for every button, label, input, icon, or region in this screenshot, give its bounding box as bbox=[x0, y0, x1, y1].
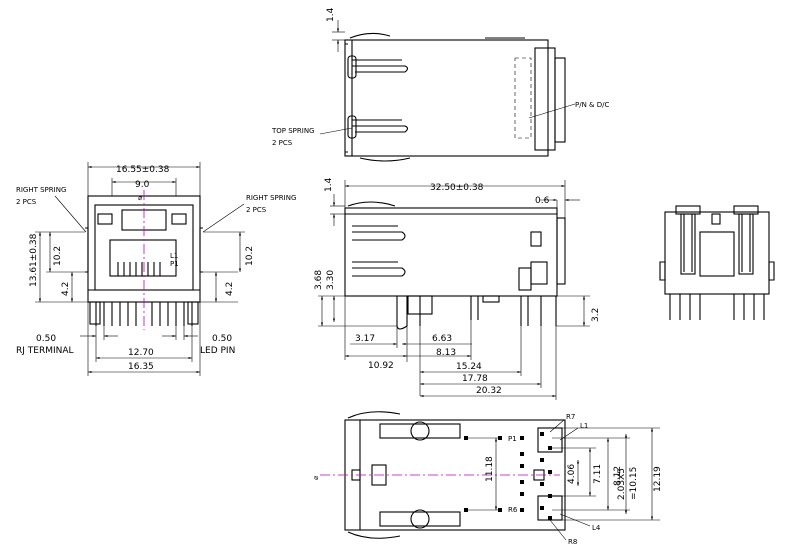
front-view-dim-inner-text: 9.0 bbox=[135, 180, 150, 190]
front-view-right-spring-note-left: RIGHT SPRING bbox=[16, 186, 66, 194]
front-view-dim-left-4-2: 4.2 bbox=[61, 272, 74, 302]
side-view-dim-3-17: 3.17 bbox=[344, 296, 397, 360]
side-view-dim-3-68: 3.68 bbox=[314, 270, 397, 327]
bottom-view-dim-7-11: 7.11 bbox=[588, 448, 603, 496]
front-view-dim-left-10-2: 10.2 bbox=[46, 232, 85, 273]
front-view-right-spring-qty-right: 2 PCS bbox=[246, 206, 267, 214]
bottom-view-dim-4-06: 4.06 bbox=[552, 447, 596, 497]
top-view-dim-height-text: 1.4 bbox=[326, 7, 336, 22]
front-view-dim-rj-terminal: 0.50 RJ TERMINAL bbox=[16, 326, 118, 356]
front-view-led-pin-value: 0.50 bbox=[212, 334, 232, 344]
side-view-dim-3-30: 3.30 bbox=[326, 270, 336, 322]
front-view-dim-12-70-text: 12.70 bbox=[128, 348, 154, 358]
front-view-dim-right-4-2-text: 4.2 bbox=[225, 282, 235, 296]
front-view: ⌀ L1 P1 16.55±0.38 9.0 RIGHT SPRING 2 PC… bbox=[16, 162, 296, 376]
side-view-dim-10-92-text: 10.92 bbox=[368, 361, 394, 371]
bottom-view-dim-8-12: 8.12 bbox=[552, 437, 630, 511]
front-view-dim-height-total-text: 13.61±0.38 bbox=[29, 233, 39, 287]
front-view-dim-width-text: 16.55±0.38 bbox=[116, 165, 170, 175]
top-view-spring-qty: 2 PCS bbox=[272, 139, 293, 147]
bottom-view-dim-2-03x5: 2.03X5 =10.15 bbox=[617, 434, 639, 514]
side-view-dim-3-17-text: 3.17 bbox=[355, 334, 375, 344]
side-view-dim-1-4: 1.4 bbox=[324, 177, 345, 226]
front-view-dim-left-4-2-text: 4.2 bbox=[61, 282, 71, 296]
side-view-dim-6-63-text: 6.63 bbox=[432, 334, 452, 344]
bottom-view-label-p1: P1 bbox=[508, 435, 517, 443]
side-view-dim-3-2: 3.2 bbox=[556, 295, 601, 327]
front-view-right-spring-note-right: RIGHT SPRING bbox=[246, 194, 296, 202]
side-view-dim-8-13: 8.13 bbox=[407, 320, 472, 360]
bottom-view-dim-12-19: 12.19 bbox=[552, 427, 663, 521]
side-view-dim-15-24: 15.24 bbox=[419, 326, 522, 396]
side-view-body bbox=[344, 201, 566, 330]
side-view-dim-length: 32.50±0.38 bbox=[344, 180, 566, 218]
side-view: 32.50±0.38 0.6 1.4 3.68 3.30 bbox=[314, 177, 601, 400]
side-view-dim-3-2-text: 3.2 bbox=[591, 308, 601, 322]
bottom-view-dim-10-15-text: =10.15 bbox=[629, 467, 639, 500]
bottom-view-label-r7: R7 bbox=[566, 413, 575, 421]
side-view-dim-17-78: 17.78 bbox=[420, 326, 542, 388]
front-view-dim-right-10-2-text: 10.2 bbox=[245, 246, 255, 266]
front-view-center-symbol: ⌀ bbox=[138, 194, 142, 202]
front-view-dim-16-35-text: 16.35 bbox=[128, 362, 154, 372]
side-view-dim-1-4-text: 1.4 bbox=[324, 177, 334, 192]
bottom-view: ⌀ R7 L1 P1 R6 L4 R8 11.18 4.06 7.11 bbox=[312, 411, 663, 546]
front-view-rj-terminal-value: 0.50 bbox=[36, 334, 56, 344]
front-view-label-l1: L1 bbox=[170, 252, 178, 260]
bottom-view-dim-11-18-text: 11.18 bbox=[485, 456, 495, 482]
front-view-led-pin-label: LED PIN bbox=[200, 346, 235, 356]
front-view-dim-16-35: 16.35 bbox=[87, 302, 201, 376]
bottom-view-label-l1: L1 bbox=[580, 422, 588, 430]
side-view-dim-15-24-text: 15.24 bbox=[456, 362, 482, 372]
rear-view bbox=[659, 205, 775, 320]
side-view-dim-6-63: 6.63 bbox=[396, 326, 472, 348]
bottom-view-center-symbol: ⌀ bbox=[312, 476, 320, 480]
front-view-dim-inner: 9.0 bbox=[111, 178, 177, 196]
side-view-dim-10-92: 10.92 bbox=[345, 326, 408, 371]
bottom-view-dim-2-03x5-text: 2.03X5 bbox=[617, 468, 627, 500]
bottom-view-dim-12-19-text: 12.19 bbox=[653, 466, 663, 492]
side-view-dim-0-6-text: 0.6 bbox=[535, 196, 550, 206]
side-view-dim-20-32: 20.32 bbox=[420, 326, 557, 400]
front-view-dim-12-70: 12.70 bbox=[95, 326, 193, 362]
bottom-view-label-l4: L4 bbox=[592, 524, 601, 532]
top-view-pn-note: P/N & D/C bbox=[575, 101, 609, 109]
bottom-view-label-r8: R8 bbox=[568, 538, 577, 546]
front-view-rj-terminal-label: RJ TERMINAL bbox=[16, 346, 74, 356]
front-view-dim-left-10-2-text: 10.2 bbox=[53, 246, 63, 266]
top-view-body bbox=[344, 32, 576, 162]
side-view-dim-length-text: 32.50±0.38 bbox=[430, 183, 484, 193]
side-view-dim-0-6: 0.6 bbox=[535, 196, 580, 208]
front-view-dim-led-pin: 0.50 LED PIN bbox=[162, 326, 235, 356]
top-view-spring-note: TOP SPRING bbox=[271, 127, 315, 135]
bottom-view-label-r6: R6 bbox=[508, 506, 518, 514]
front-view-dim-height-total: 13.61±0.38 bbox=[29, 231, 88, 303]
top-view: 1.4 P/N & D/C TOP SPRING 2 PCS bbox=[271, 7, 609, 162]
side-view-dim-20-32-text: 20.32 bbox=[476, 386, 502, 396]
side-view-dim-3-68-text: 3.68 bbox=[314, 270, 324, 290]
bottom-view-dim-8-12-text: 8.12 bbox=[613, 466, 623, 486]
bottom-view-dim-4-06-text: 4.06 bbox=[567, 464, 577, 484]
front-view-right-spring-qty-left: 2 PCS bbox=[16, 198, 37, 206]
bottom-view-dim-7-11-text: 7.11 bbox=[593, 464, 603, 484]
bottom-view-dim-11-18: 11.18 bbox=[468, 437, 502, 511]
top-view-dim-height: 1.4 bbox=[326, 7, 345, 52]
side-view-dim-8-13-text: 8.13 bbox=[436, 348, 456, 358]
front-view-dim-width: 16.55±0.38 bbox=[87, 162, 201, 196]
side-view-dim-3-30-text: 3.30 bbox=[326, 270, 336, 290]
front-view-dim-right-4-2: 4.2 bbox=[200, 271, 238, 303]
side-view-dim-17-78-text: 17.78 bbox=[462, 374, 488, 384]
front-view-label-p1: P1 bbox=[170, 260, 179, 268]
front-view-dim-right-10-2: 10.2 bbox=[203, 231, 255, 272]
